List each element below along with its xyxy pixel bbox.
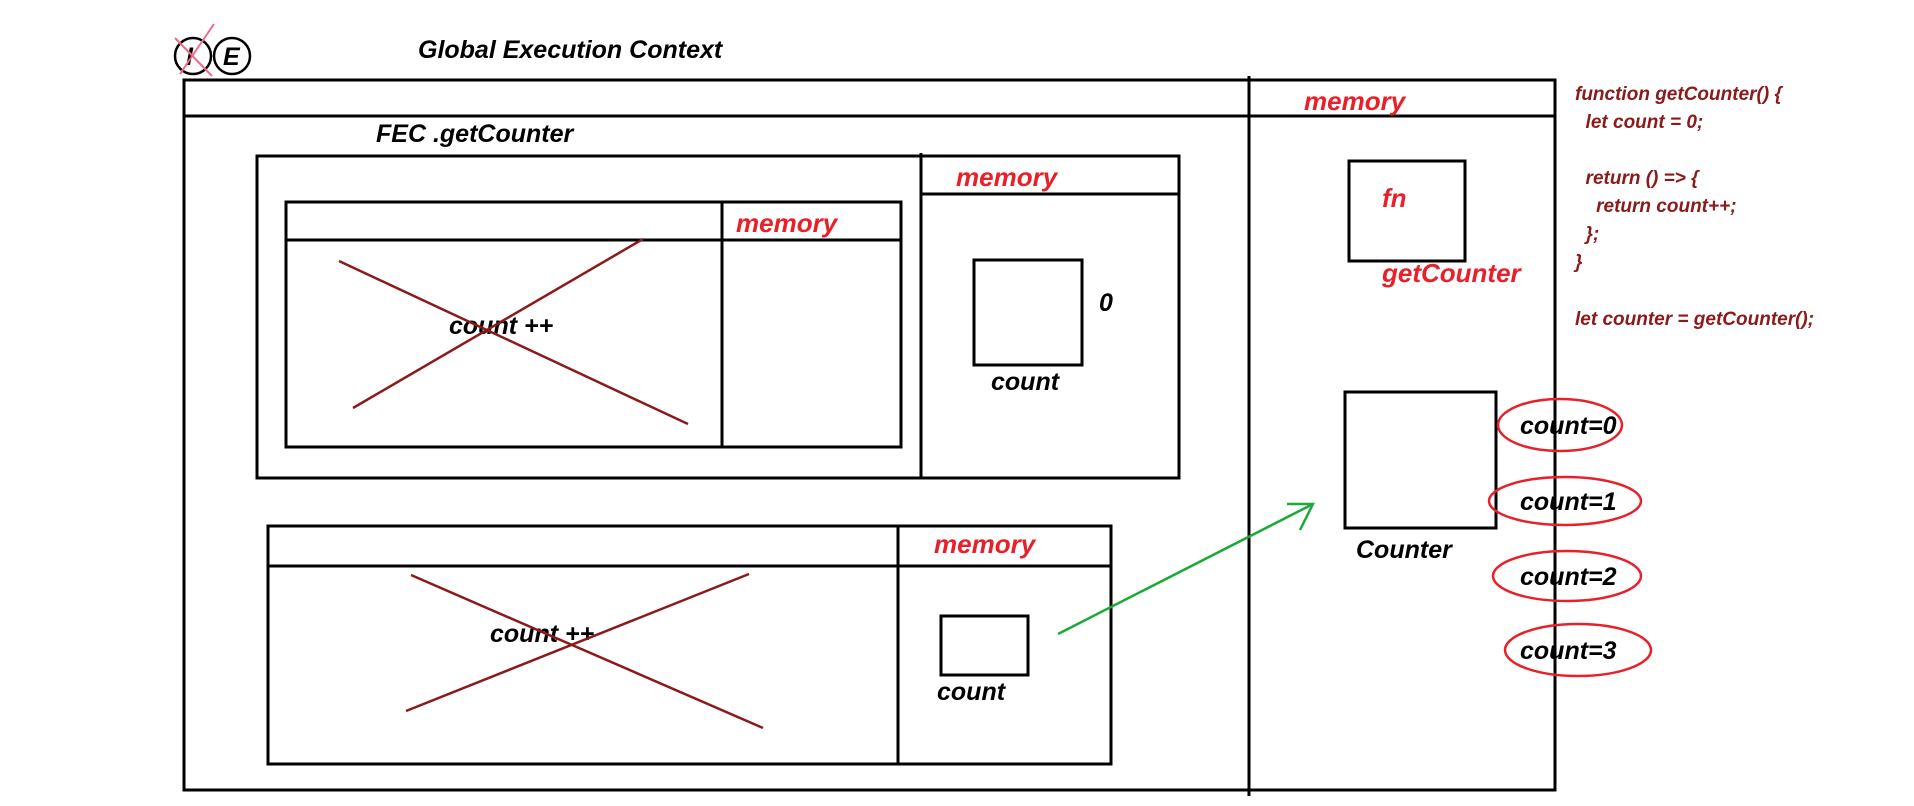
inner-call-2: memory count count ++ [266, 524, 1113, 766]
fec-title: FEC .getCounter [376, 120, 574, 148]
inner-call-1-code: count ++ [449, 312, 554, 340]
count-state-ellipse-2 [1491, 549, 1643, 603]
inner-call-1-memory-label: memory [736, 208, 839, 238]
fn-label: fn [1382, 183, 1407, 213]
global-context-box: memory [182, 76, 1557, 796]
count-state-1: count=1 [1520, 488, 1617, 516]
code-line-8: let counter = getCounter(); [1575, 309, 1814, 330]
circle-e [212, 36, 252, 76]
fec-count-box [972, 258, 1084, 367]
inner-call-1: memory count ++ [284, 200, 903, 449]
inner-call-2-cross-b [405, 572, 750, 713]
count-state-ellipse-1 [1487, 475, 1643, 527]
inner-call-1-rect [284, 200, 903, 449]
count-state-ellipse-3 [1503, 622, 1653, 678]
fec-getcounter: FEC .getCounter memory 0 count [255, 120, 1181, 480]
inner-call-2-memory-label: memory [934, 529, 1037, 559]
getcounter-label: getCounter [1381, 258, 1523, 288]
code-line-4: return count++; [1575, 196, 1737, 217]
fec-count-label: count [991, 368, 1061, 396]
counter-box [1343, 390, 1498, 530]
global-memory-contents: fn getCounter Counter [1343, 159, 1523, 564]
strike-line-1 [174, 37, 213, 77]
count-state-2: count=2 [1520, 563, 1617, 591]
count-state-ellipse-0 [1496, 397, 1624, 453]
strike-line-2 [179, 23, 215, 75]
inner-call-1-cross-a [338, 259, 689, 426]
fec-count-value: 0 [1099, 289, 1113, 317]
letter-i: I [186, 43, 194, 71]
circle-i [173, 36, 213, 76]
code-line-0: function getCounter() { [1575, 84, 1783, 105]
arrow-head [1287, 502, 1316, 531]
inner-call-2-cross-a [410, 573, 764, 730]
inner-call-2-rect [266, 524, 1113, 766]
code-line-6: } [1573, 252, 1583, 273]
corner-markers: I E [173, 23, 252, 77]
code-line-3: return () => { [1575, 168, 1700, 189]
code-line-1: let count = 0; [1575, 112, 1703, 133]
fec-memory-label: memory [956, 162, 1059, 192]
arrow-shaft [1057, 502, 1314, 636]
inner-call-1-cross-b [352, 237, 644, 410]
code-snippet: function getCounter() { let count = 0; r… [1573, 84, 1814, 330]
reference-arrow [1057, 502, 1316, 636]
letter-e: E [223, 43, 241, 71]
fn-box [1347, 159, 1467, 263]
count-state-0: count=0 [1520, 412, 1617, 440]
global-context-title: Global Execution Context [418, 36, 724, 64]
code-line-5: }; [1575, 224, 1599, 245]
count-state-3: count=3 [1520, 637, 1617, 665]
inner-call-2-code: count ++ [490, 620, 595, 648]
count-states: count=0 count=1 count=2 count=3 [1487, 397, 1653, 678]
inner-call-2-count-box [939, 614, 1030, 677]
counter-label: Counter [1356, 536, 1453, 564]
inner-call-2-count-label: count [937, 678, 1007, 706]
fec-rect [255, 154, 1181, 480]
global-memory-label: memory [1304, 86, 1407, 116]
global-outer-rect [182, 78, 1557, 792]
